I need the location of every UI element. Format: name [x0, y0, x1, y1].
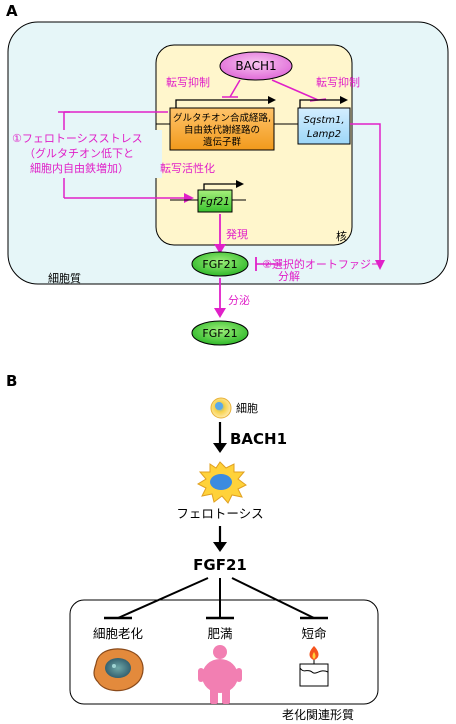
stress-line-1: ①フェロトーシスストレス [12, 132, 143, 145]
tss-arrowhead-left [268, 96, 276, 104]
fgf21-gene-box [197, 189, 233, 213]
fgf21-secreted [191, 320, 249, 346]
gene-box-line-1: グルタチオン合成経路, [173, 112, 271, 124]
stress-line-2: （グルタチオン低下と [24, 146, 134, 160]
aging-phenotype-label: 老化関連形質 [282, 707, 354, 722]
bach1-arrowhead-b [213, 443, 227, 453]
secretion-label: 分泌 [228, 294, 250, 307]
inhibition-lines [117, 577, 315, 619]
activate-label: 転写活性化 [160, 161, 215, 175]
ferroptosis-label: フェロトーシス [176, 506, 263, 521]
ferroptosis-arrowhead [213, 542, 227, 552]
autophagy-arrowhead [375, 260, 385, 270]
senescent-dot-icon [112, 664, 116, 668]
tss-arrow-fgf21 [203, 183, 236, 192]
bach1-label-b: BACH1 [230, 430, 287, 448]
fgf21-secreted-label: FGF21 [202, 327, 237, 340]
gene-box-line-3: 遺伝子群 [203, 136, 242, 148]
nucleus-label: 核 [336, 229, 347, 243]
stress-text-bg [14, 130, 162, 178]
sq-line-2: Lamp2 [307, 129, 341, 140]
secretion-arrowhead [214, 308, 226, 318]
gene-box-line-2: 自由鉄代謝経路の [184, 124, 260, 136]
cytoplasm-label: 細胞質 [48, 271, 81, 285]
sq-line-1: Sqstm1, [303, 115, 344, 126]
stress-line-3: 細胞内自由鉄増加） [30, 161, 129, 175]
candle-drip-icon [299, 667, 329, 674]
senescence-label: 細胞老化 [93, 626, 144, 641]
tss-arrowhead-fgf21 [236, 180, 244, 188]
expression-arrowhead [214, 244, 226, 254]
autophagy-label: ②選択的オートファジー [262, 257, 382, 271]
bach1-protein [219, 51, 293, 81]
senescent-nucleus-icon [105, 658, 131, 678]
obesity-label: 肥満 [207, 626, 232, 641]
tss-arrowhead-right [340, 96, 348, 104]
gene-cluster-box [169, 107, 275, 151]
panel-a-label: A [6, 2, 18, 20]
flame-core-icon [312, 652, 316, 659]
autophagy-arrow [350, 123, 381, 262]
repress-right-label: 転写抑制 [316, 75, 360, 89]
tss-arrow-left [175, 99, 268, 108]
sqstm1-lamp2-box [297, 107, 351, 145]
bach1-label: BACH1 [235, 59, 276, 73]
repression-left-line [222, 79, 241, 98]
cell-nucleus-icon [215, 402, 223, 410]
degradation-label: 分解 [278, 269, 300, 283]
candle-body-icon [299, 663, 329, 687]
ferroptosis-nucleus-icon [210, 474, 232, 490]
obese-person-icon [198, 645, 242, 704]
cell-label: 細胞 [236, 402, 258, 415]
tss-arrow-right [299, 99, 340, 108]
panel-b-label: B [6, 372, 17, 390]
fgf21-label-b: FGF21 [193, 556, 247, 574]
short-life-label: 短命 [301, 626, 327, 641]
fgf21-protein-label: FGF21 [202, 258, 237, 271]
expression-label: 発現 [226, 227, 248, 241]
fgf21-gene-label: Fgf21 [200, 196, 230, 208]
repress-left-label: 転写抑制 [166, 75, 210, 89]
fgf21-protein [191, 251, 249, 277]
